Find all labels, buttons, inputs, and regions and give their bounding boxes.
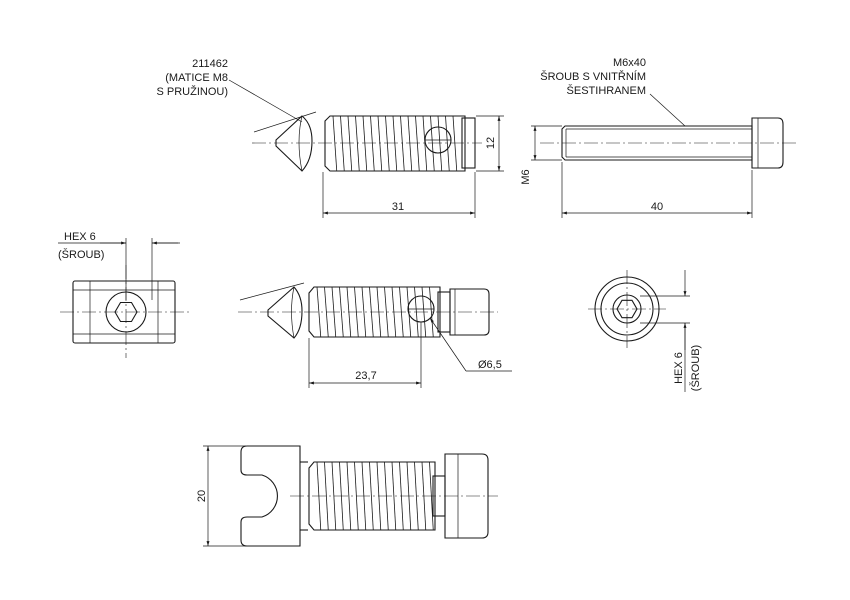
thread-line (332, 115, 338, 172)
thread-lines-view4 (316, 286, 434, 338)
part-number-label: 211462 (192, 58, 228, 70)
thread-line (377, 115, 383, 172)
thread-lines-view6 (316, 461, 434, 531)
thread-line (422, 115, 428, 172)
thread-lines-view1 (332, 115, 458, 172)
screw-size-label: M6x40 (613, 57, 646, 69)
thread-line (354, 461, 359, 531)
screw-m6x40-view (531, 93, 796, 218)
thread-line (376, 286, 382, 338)
thread-line (414, 461, 419, 531)
thread-line (324, 286, 329, 338)
thread-line (362, 115, 368, 172)
thread-line (331, 286, 337, 338)
thread-line (399, 461, 404, 531)
thread-line (346, 461, 352, 531)
thread-line (384, 286, 389, 338)
spring-nut-end-view (588, 270, 690, 392)
dim-hole-diameter: Ø6,5 (478, 359, 502, 371)
thread-line (437, 115, 443, 172)
thread-line (385, 115, 390, 172)
thread-line (414, 286, 419, 338)
thread-line (430, 115, 435, 172)
screw-desc-line2: ŠESTIHRANEM (567, 84, 646, 97)
thread-line (445, 115, 450, 172)
thread-line (370, 115, 375, 172)
thread-line (384, 461, 389, 531)
part-desc-line2: S PRUŽINOU) (157, 85, 229, 98)
thread-line (429, 286, 434, 338)
dim-nut-diameter: 12 (485, 137, 497, 149)
thread-line (421, 461, 427, 531)
thread-line (391, 286, 397, 338)
part-desc-line1: (MATICE M8 (165, 72, 228, 84)
dim-body-height: 20 (196, 490, 208, 502)
dim-hole-offset: 23,7 (355, 370, 376, 382)
end-view-hex (58, 238, 190, 358)
thread-line (392, 115, 398, 172)
thread-line (407, 115, 413, 172)
thread-line (421, 286, 427, 338)
thread-line (331, 461, 337, 531)
thread-line (376, 461, 382, 531)
dim-screw-length: 40 (651, 201, 663, 213)
thread-line (429, 461, 434, 531)
thread-line (355, 115, 360, 172)
assembled-side-view (238, 282, 512, 388)
thread-line (452, 115, 458, 172)
hex-right-line2: (ŠROUB) (689, 345, 702, 391)
thread-line (316, 461, 322, 531)
thread-line (324, 461, 329, 531)
thread-line (316, 286, 322, 338)
thread-line (399, 286, 404, 338)
thread-line (361, 286, 367, 338)
thread-line (339, 461, 344, 531)
dim-nut-length: 31 (392, 201, 404, 213)
hex-right-line1: HEX 6 (673, 352, 685, 384)
hex-top-line1: HEX 6 (64, 231, 96, 243)
nut-with-spring-view (228, 79, 504, 218)
thread-line (361, 461, 367, 531)
thread-line (346, 286, 352, 338)
screw-desc-line1: ŠROUB S VNITŘNÍM (540, 70, 646, 83)
thread-line (369, 286, 374, 338)
thread-line (339, 286, 344, 338)
thread-line (415, 115, 420, 172)
thread-line (354, 286, 359, 338)
clamp-body-view (203, 445, 498, 547)
thread-line (347, 115, 353, 172)
thread-line (406, 461, 412, 531)
thread-line (369, 461, 374, 531)
thread-line (391, 461, 397, 531)
thread-m6-label: M6 (520, 169, 532, 184)
thread-line (340, 115, 345, 172)
hex-top-line2: (ŠROUB) (58, 248, 104, 261)
thread-line (400, 115, 405, 172)
